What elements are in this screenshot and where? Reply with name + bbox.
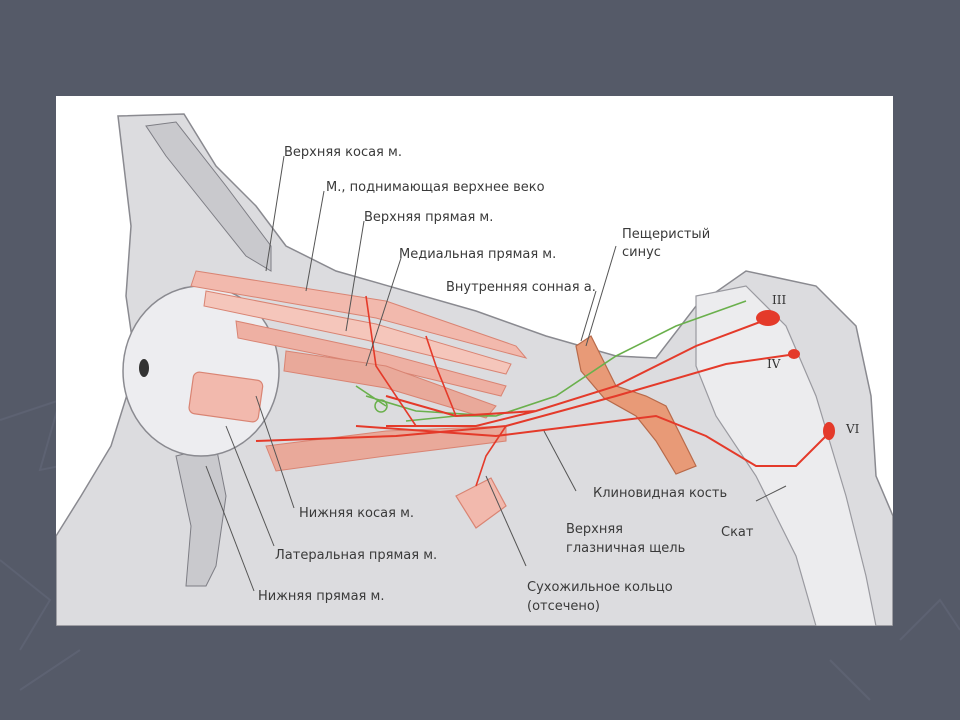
label-inferior-rectus: Нижняя прямая м. <box>258 589 384 604</box>
label-lateral-rectus: Латеральная прямая м. <box>275 548 437 563</box>
label-inferior-oblique: Нижняя косая м. <box>299 506 414 521</box>
lateral-rectus-stump <box>188 371 264 423</box>
medial-rectus-muscle <box>283 350 497 419</box>
label-tendinous-ring-1: Сухожильное кольцо <box>527 580 673 595</box>
label-sphenoid: Клиновидная кость <box>593 486 727 501</box>
superior-rectus-muscle <box>235 320 507 397</box>
orbit-anatomy-diagram: Верхняя косая м. М., поднимающая верхнее… <box>56 113 893 626</box>
label-cavernous-sinus-1: Пещеристый <box>622 227 710 242</box>
abducens-nerve <box>355 414 832 467</box>
label-medial-rectus: Медиальная прямая м. <box>399 247 556 262</box>
label-sup-orbital-fissure-2: глазничная щель <box>566 541 685 556</box>
label-tendinous-ring-2: (отсечено) <box>527 599 600 614</box>
red-nerve-branches <box>365 295 507 487</box>
leader-lines <box>205 155 787 592</box>
label-sup-orbital-fissure-1: Верхняя <box>566 522 623 537</box>
pupil <box>139 359 149 377</box>
trochlear-nerve <box>255 353 797 442</box>
nerve-VI-origin <box>823 422 835 440</box>
label-nerve-III: III <box>772 293 786 307</box>
inferior-muscles <box>265 425 507 472</box>
label-nerve-IV: IV <box>767 357 781 371</box>
nerve-III-origin <box>756 310 780 326</box>
label-clivus: Скат <box>721 525 754 540</box>
label-nerve-VI: VI <box>845 422 860 436</box>
inferior-rectus-stump <box>455 477 507 529</box>
anatomy-figure-panel: Верхняя косая м. М., поднимающая верхнее… <box>56 96 893 626</box>
label-levator: М., поднимающая верхнее веко <box>326 180 545 195</box>
label-superior-rectus: Верхняя прямая м. <box>364 210 493 225</box>
ciliary-ganglion <box>374 399 388 413</box>
label-internal-carotid: Внутренняя сонная а. <box>446 280 596 295</box>
clivus-bone <box>695 285 877 626</box>
levator-muscle <box>203 290 512 375</box>
internal-carotid-artery <box>575 335 697 475</box>
nerve-IV-origin <box>788 349 800 359</box>
orbit-roof-bone <box>145 121 272 272</box>
superior-oblique-muscle <box>190 270 528 359</box>
label-cavernous-sinus-2: синус <box>622 245 661 260</box>
label-superior-oblique: Верхняя косая м. <box>284 145 402 160</box>
